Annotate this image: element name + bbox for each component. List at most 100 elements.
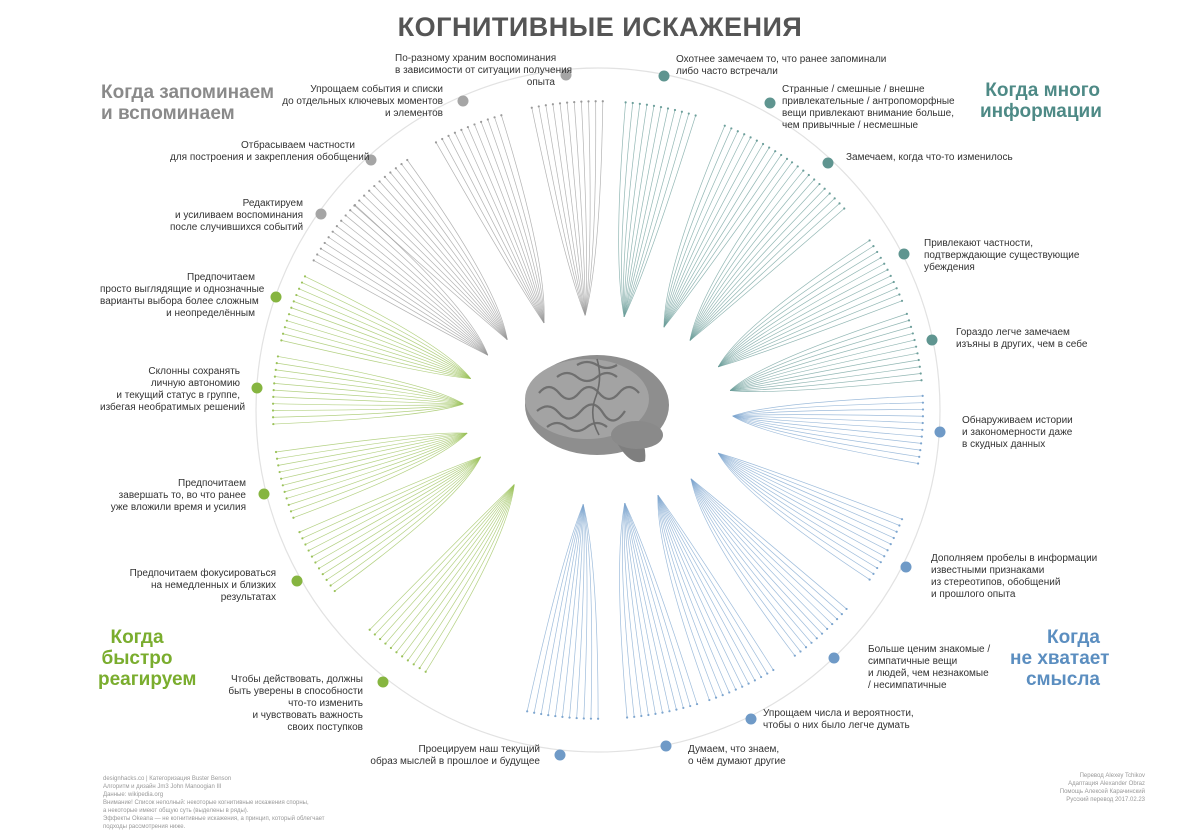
bias-leaf bbox=[368, 628, 371, 631]
bias-branch bbox=[533, 504, 584, 713]
bias-fan bbox=[530, 100, 604, 316]
bias-branch bbox=[582, 504, 593, 719]
bias-leaf bbox=[540, 712, 543, 716]
bias-leaf bbox=[378, 637, 382, 641]
category-label-fill-gaps: Дополняем пробелы в информации известным… bbox=[931, 553, 1101, 601]
bias-branch bbox=[718, 452, 903, 520]
quadrant-title-remember: Когда запоминаем и вспоминаем bbox=[101, 82, 274, 124]
bias-branch bbox=[657, 495, 730, 693]
bias-branch bbox=[273, 396, 464, 405]
bias-leaf bbox=[840, 612, 843, 616]
bias-branch bbox=[390, 484, 515, 649]
bias-branch bbox=[690, 478, 823, 634]
bias-branch bbox=[717, 452, 878, 569]
category-label-line: из стереотипов, обобщений bbox=[931, 577, 1061, 588]
bias-leaf bbox=[898, 293, 901, 296]
category-marker bbox=[291, 575, 303, 587]
bias-branch bbox=[290, 432, 468, 512]
bias-branch bbox=[545, 105, 586, 316]
bias-branch bbox=[501, 115, 545, 323]
bias-leaf bbox=[300, 281, 304, 284]
bias-leaf bbox=[537, 105, 540, 108]
category-label-line: Обнаруживаем истории bbox=[962, 415, 1073, 426]
bias-branch bbox=[340, 220, 489, 356]
bias-branch bbox=[657, 495, 724, 696]
category-marker bbox=[764, 97, 776, 109]
bias-leaf bbox=[554, 714, 557, 718]
category-label-line: Дополняем пробелы в информации bbox=[931, 553, 1098, 564]
category-label-line: и текущий статус в группе, bbox=[116, 390, 240, 401]
category-label-preserve-autonomy: Склонны сохранять личную автономию и тек… bbox=[100, 366, 245, 414]
category-label-project-mindset: Проецируем наш текущий образ мыслей в пр… bbox=[360, 744, 540, 768]
category-label-line: уже вложили время и усилия bbox=[110, 502, 246, 513]
bias-branch bbox=[690, 478, 838, 620]
bias-branch bbox=[441, 138, 545, 324]
bias-leaf bbox=[689, 704, 692, 708]
credits-left: designhacks.co | Категоризация Buster Be… bbox=[103, 775, 325, 831]
bias-leaf bbox=[493, 116, 496, 119]
category-label-line: убеждения bbox=[924, 262, 975, 273]
bias-branch bbox=[718, 275, 891, 368]
brain-icon bbox=[525, 355, 669, 463]
bias-branch bbox=[624, 503, 684, 709]
credits-line: Помощь Алексей Карачинский bbox=[1059, 789, 1145, 795]
bias-leaf bbox=[892, 280, 895, 284]
quadrant-title-act-fast: Когда быстро реагируем bbox=[98, 627, 196, 690]
bias-fan bbox=[526, 504, 600, 720]
bias-branch bbox=[308, 456, 481, 551]
bias-leaf bbox=[383, 175, 386, 179]
bias-leaf bbox=[723, 124, 726, 127]
bias-branch bbox=[293, 432, 468, 519]
bias-leaf bbox=[668, 710, 671, 713]
bias-leaf bbox=[394, 167, 397, 170]
bias-leaf bbox=[530, 106, 533, 109]
bias-branch bbox=[538, 106, 586, 316]
bias-branch bbox=[487, 119, 545, 323]
bias-leaf bbox=[589, 717, 593, 720]
bias-leaf bbox=[575, 716, 578, 720]
quadrant-title-line: смысла bbox=[1025, 669, 1100, 690]
category-label-be-confident: Чтобы действовать, должны быть уверены в… bbox=[220, 674, 363, 734]
bias-branch bbox=[328, 236, 489, 356]
bias-leaf bbox=[892, 536, 895, 540]
bias-branch bbox=[689, 188, 825, 341]
credits-line: Внимание! Список неполный: некоторые ког… bbox=[103, 800, 309, 806]
bias-branch bbox=[718, 452, 891, 545]
bias-leaf bbox=[734, 688, 737, 691]
bias-leaf bbox=[327, 236, 330, 239]
category-marker bbox=[934, 426, 946, 438]
bias-branch bbox=[657, 494, 756, 681]
category-marker bbox=[745, 713, 757, 725]
bias-leaf bbox=[730, 127, 733, 130]
bias-fan bbox=[274, 432, 468, 519]
bias-leaf bbox=[333, 589, 336, 593]
bias-leaf bbox=[276, 355, 280, 358]
bias-leaf bbox=[316, 253, 319, 256]
bias-fan bbox=[657, 494, 775, 702]
bias-branch bbox=[582, 504, 599, 719]
bias-branch bbox=[273, 403, 464, 425]
bias-leaf bbox=[312, 259, 315, 262]
bias-leaf bbox=[913, 338, 916, 342]
bias-branch bbox=[730, 359, 919, 391]
bias-leaf bbox=[914, 345, 918, 348]
credits-line: Данные: wikipedia.org bbox=[103, 792, 164, 798]
bias-leaf bbox=[919, 442, 923, 445]
category-label-line: привлекательные / антропоморфные bbox=[782, 96, 955, 107]
bias-leaf bbox=[551, 103, 554, 106]
category-label-line: изъяны в других, чем в себе bbox=[956, 339, 1088, 350]
bias-leaf bbox=[680, 110, 683, 113]
category-label-line: личную автономию bbox=[150, 378, 240, 389]
bias-leaf bbox=[807, 173, 810, 177]
bias-branch bbox=[286, 320, 471, 379]
bias-leaf bbox=[368, 189, 371, 192]
category-label-line: опыта bbox=[526, 77, 555, 88]
category-label-line: Редактируем bbox=[242, 198, 303, 209]
category-marker bbox=[457, 95, 469, 107]
bias-branch bbox=[281, 340, 471, 379]
bias-branch bbox=[547, 504, 584, 716]
bias-leaf bbox=[921, 408, 925, 411]
bias-leaf bbox=[298, 531, 301, 534]
bias-branch bbox=[718, 269, 888, 368]
bias-leaf bbox=[647, 713, 650, 717]
